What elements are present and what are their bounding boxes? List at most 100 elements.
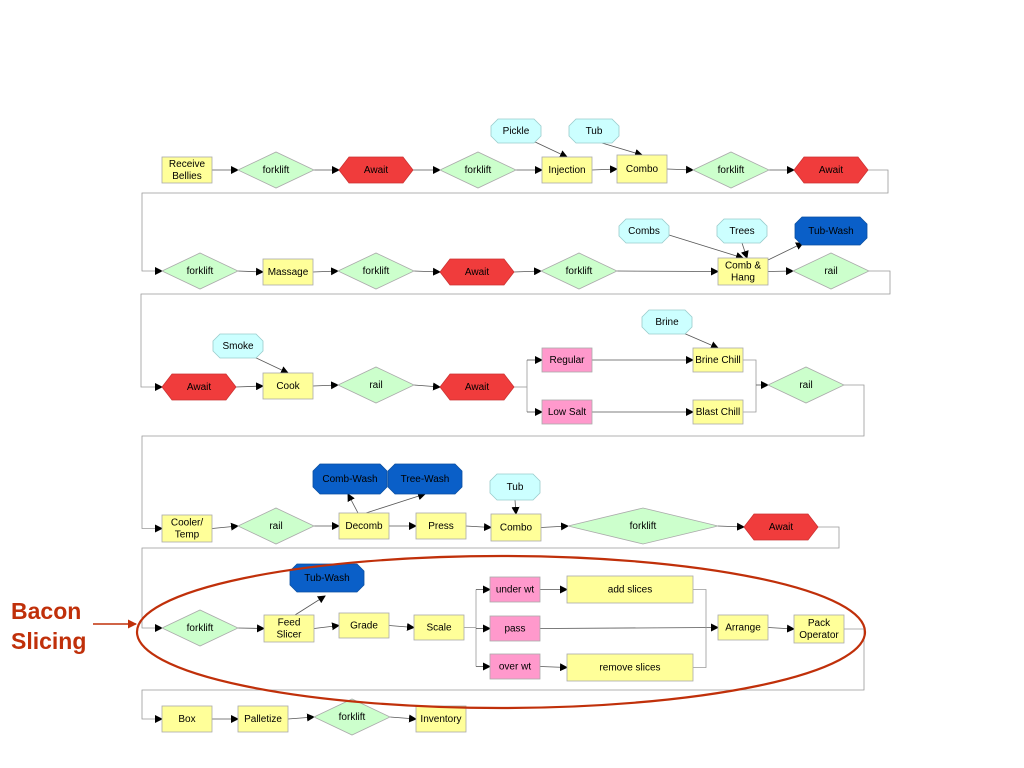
r1-forklift1-node: forklift: [237, 151, 315, 189]
connector-line: [141, 169, 889, 275]
comb-hang-label: Comb &: [725, 261, 761, 272]
receive-bellies-label: Bellies: [172, 171, 201, 182]
connector-line: [413, 267, 441, 276]
r3-rail2-label: rail: [799, 380, 812, 391]
r2-forklift2-label: forklift: [363, 266, 390, 277]
r3-await1-node: Await: [161, 373, 237, 401]
grade-label: Grade: [350, 621, 378, 632]
connector-line: [141, 384, 865, 533]
cooler-temp-node: Cooler/Temp: [161, 514, 213, 543]
comb-wash-node: Comb-Wash: [312, 463, 388, 495]
r5-forklift-node: forklift: [161, 609, 239, 647]
comb-hang-node: Comb &Hang: [717, 257, 769, 286]
decomb-node: Decomb: [338, 512, 390, 540]
connector-line: [389, 714, 417, 723]
r6-forklift-node: forklift: [313, 698, 391, 736]
over-wt-label: over wt: [499, 662, 531, 673]
connector-line: [141, 526, 840, 632]
smoke-label: Smoke: [222, 341, 254, 352]
cooler-temp-label: Cooler/: [171, 518, 203, 529]
connector-line: [294, 595, 326, 616]
r1-forklift2-label: forklift: [465, 165, 492, 176]
smoke-node: Smoke: [212, 333, 264, 359]
r1-await2-node: Await: [793, 156, 869, 184]
brine-chill-label: Brine Chill: [695, 355, 741, 366]
r4-tub-label: Tub: [507, 482, 524, 493]
r2-forklift1-node: forklift: [161, 252, 239, 290]
r2-rail-label: rail: [824, 266, 837, 277]
r2-await-node: Await: [439, 258, 515, 286]
tree-wash-node: Tree-Wash: [387, 463, 463, 495]
pass-node: pass: [489, 615, 541, 642]
r1-await1-node: Await: [338, 156, 414, 184]
under-wt-label: under wt: [496, 585, 535, 596]
brine-label: Brine: [655, 317, 679, 328]
injection-label: Injection: [548, 165, 585, 176]
r1-forklift3-node: forklift: [692, 151, 770, 189]
connector-line: [237, 624, 265, 633]
injection-node: Injection: [541, 156, 593, 184]
r3-await2-node: Await: [439, 373, 515, 401]
pickle-node: Pickle: [490, 118, 542, 144]
tub-wash-1-node: Tub-Wash: [794, 216, 868, 246]
connector-line: [767, 267, 794, 276]
comb-hang-label: Hang: [731, 273, 755, 284]
connector-lines: [140, 140, 891, 723]
r4-forklift-label: forklift: [630, 521, 657, 532]
box-label: Box: [178, 714, 195, 725]
r4-forklift-node: forklift: [567, 507, 719, 545]
pack-operator-label: Pack: [808, 618, 831, 629]
r3-await2-label: Await: [465, 382, 489, 393]
r2-forklift2-node: forklift: [337, 252, 415, 290]
connector-line: [235, 382, 264, 391]
over-wt-node: over wt: [489, 653, 541, 680]
r2-rail-node: rail: [792, 252, 870, 290]
connector-line: [539, 663, 568, 672]
connector-line: [251, 355, 289, 374]
connector-line: [666, 165, 694, 174]
low-salt-label: Low Salt: [548, 407, 587, 418]
tub-wash-2-node: Tub-Wash: [289, 563, 365, 593]
palletize-node: Palletize: [237, 705, 289, 733]
connector-line: [513, 267, 542, 276]
receive-bellies-label: Receive: [169, 159, 206, 170]
grade-node: Grade: [338, 612, 390, 639]
connector-line: [211, 522, 239, 531]
r1-forklift1-label: forklift: [263, 165, 290, 176]
combs-node: Combs: [618, 218, 670, 244]
r2-await-label: Await: [465, 267, 489, 278]
r6-forklift-label: forklift: [339, 712, 366, 723]
connector-line: [312, 381, 339, 390]
connector-line: [287, 713, 315, 722]
cook-label: Cook: [276, 381, 300, 392]
connector-line: [743, 359, 757, 413]
decomb-label: Decomb: [345, 521, 383, 532]
r1-tub-node: Tub: [568, 118, 620, 144]
connector-line: [601, 142, 643, 157]
low-salt-node: Low Salt: [541, 399, 593, 425]
r4-combo-label: Combo: [500, 523, 533, 534]
combs-label: Combs: [628, 226, 660, 237]
tub-wash-2-label: Tub-Wash: [304, 573, 349, 584]
pack-operator-label: Operator: [799, 630, 839, 641]
trees-node: Trees: [716, 218, 768, 244]
connector-line: [532, 140, 568, 158]
connector-line: [540, 522, 569, 531]
arrange-label: Arrange: [725, 623, 761, 634]
connector-line: [141, 628, 865, 723]
cooler-temp-label: Temp: [175, 530, 200, 541]
regular-node: Regular: [541, 347, 593, 373]
massage-node: Massage: [262, 258, 314, 286]
r1-await2-label: Await: [819, 165, 843, 176]
r3-await1-label: Await: [187, 382, 211, 393]
r2-forklift3-label: forklift: [566, 266, 593, 277]
connector-line: [717, 522, 745, 531]
comb-wash-label: Comb-Wash: [322, 474, 377, 485]
press-label: Press: [428, 521, 454, 532]
r3-rail1-node: rail: [337, 366, 415, 404]
r1-tub-label: Tub: [586, 126, 603, 137]
